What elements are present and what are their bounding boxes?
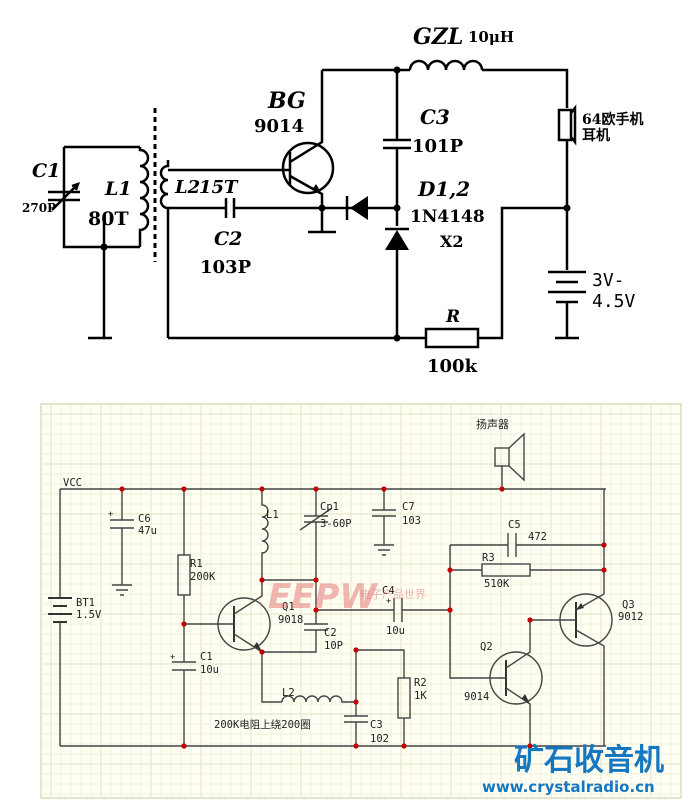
top-bg-label: BG xyxy=(267,88,306,114)
top-bg-model: 9014 xyxy=(254,116,304,137)
top-earphone-label2: 耳机 xyxy=(582,127,610,144)
top-c2-label: C2 xyxy=(214,228,242,250)
bottom-c4-value: 10u xyxy=(386,625,405,637)
top-c3-cap xyxy=(383,70,411,206)
bottom-circuit: + + xyxy=(40,403,682,799)
bottom-c5-label: C5 xyxy=(508,519,521,531)
top-l2-turns: 15T xyxy=(199,177,239,198)
site-url-watermark: www.crystalradio.cn xyxy=(482,778,655,796)
svg-text:+: + xyxy=(386,596,391,606)
bottom-r2-label: R2 xyxy=(414,677,427,689)
bottom-c1-label: C1 xyxy=(200,651,213,663)
bottom-c3-value: 102 xyxy=(370,733,389,745)
bottom-cp1-trimmer xyxy=(262,489,333,581)
bottom-bt1-label: BT1 xyxy=(76,597,95,609)
bottom-r2-value: 1K xyxy=(414,690,427,702)
top-gzl-choke xyxy=(322,59,569,108)
bottom-q1-model: 9018 xyxy=(278,614,303,626)
top-c1-label: C1 xyxy=(32,160,60,182)
top-circuit: C1 270P L1 80T L2 15T C2 103P BG 9014 GZ… xyxy=(22,24,643,377)
top-battery-label1: 3V- xyxy=(592,270,625,291)
bottom-c2-label: C2 xyxy=(324,627,337,639)
bottom-vcc-label: VCC xyxy=(63,477,82,489)
bottom-c7-value: 103 xyxy=(402,515,421,527)
bottom-l2-note: 200K电阻上绕200圈 xyxy=(214,718,311,731)
top-d-model: 1N4148 xyxy=(410,207,485,227)
bottom-junctions xyxy=(119,486,607,749)
bottom-r3-value: 510K xyxy=(484,578,510,590)
top-resistor-r xyxy=(168,206,567,349)
top-l2-label: L2 xyxy=(174,177,200,198)
svg-text:+: + xyxy=(108,509,113,519)
eepw-logo: EEPW xyxy=(268,577,378,617)
bottom-q1-transistor xyxy=(184,580,271,678)
top-l1-coil xyxy=(104,108,157,262)
bottom-q2-transistor xyxy=(449,610,543,746)
bottom-q2-label: Q2 xyxy=(480,641,493,653)
bottom-grid xyxy=(41,404,681,798)
bottom-q1-label: Q1 xyxy=(282,601,295,613)
top-c1-l1-tank xyxy=(48,145,140,340)
top-transistor-bg xyxy=(281,70,336,234)
top-c2-value: 103P xyxy=(200,257,252,278)
bottom-c5-value: 472 xyxy=(528,531,547,543)
top-diodes xyxy=(318,196,409,338)
top-l2-coil xyxy=(159,160,322,338)
top-c1-value: 270P xyxy=(22,201,56,215)
top-battery-label2: 4.5V xyxy=(592,291,636,312)
top-r-label: R xyxy=(445,307,460,327)
bottom-c3-label: C3 xyxy=(370,719,383,731)
bottom-r3-label: R3 xyxy=(482,552,495,564)
bottom-c5-r3-feedback xyxy=(449,489,605,610)
watermarks: EEPW 电子产品世界 矿石收音机 www.crystalradio.cn xyxy=(268,577,664,796)
bottom-l1-label: L1 xyxy=(266,509,279,521)
bottom-c6-value: 47u xyxy=(138,525,157,537)
top-c3-label: C3 xyxy=(420,105,450,129)
bottom-l2-label: L2 xyxy=(282,687,295,699)
bottom-c6-cap: + xyxy=(108,489,134,596)
site-name-watermark: 矿石收音机 xyxy=(514,743,664,778)
bottom-c4-cap: + xyxy=(316,596,450,622)
top-earphone xyxy=(557,104,577,270)
svg-text:+: + xyxy=(170,652,175,662)
bottom-r1-label: R1 xyxy=(190,558,203,570)
bottom-q2-model: 9014 xyxy=(464,691,489,703)
bottom-c2-value: 10P xyxy=(324,640,343,652)
bottom-c1-cap: + xyxy=(170,648,196,746)
bottom-speaker xyxy=(494,432,525,489)
bottom-bt1-value: 1.5V xyxy=(76,609,102,621)
eepw-text: 电子产品世界 xyxy=(360,587,426,601)
bottom-c6-label: C6 xyxy=(138,513,151,525)
top-d-label: D1,2 xyxy=(417,177,470,201)
top-battery xyxy=(548,270,586,340)
top-gzl-value: 10μH xyxy=(468,28,514,46)
bottom-c1-value: 10u xyxy=(200,664,219,676)
bottom-c7-cap xyxy=(372,489,396,556)
bottom-c3-cap xyxy=(344,650,368,746)
bottom-c4-label: C4 xyxy=(382,585,395,597)
bottom-cp1-label: Cp1 xyxy=(320,501,339,513)
bottom-l2-coil xyxy=(261,678,356,703)
top-l1-label: L1 xyxy=(104,178,132,200)
top-gzl-label: GZL xyxy=(413,24,463,50)
bottom-l1-coil xyxy=(261,489,269,580)
top-d-qty: X2 xyxy=(440,232,464,251)
bottom-r1-value: 200K xyxy=(190,571,216,583)
bottom-q3-label: Q3 xyxy=(622,599,635,611)
bottom-c2-cap xyxy=(262,580,328,653)
bottom-q3-transistor xyxy=(530,570,613,746)
top-c3-value: 101P xyxy=(412,136,464,157)
bottom-r2-resistor xyxy=(356,649,411,746)
bottom-q3-model: 9012 xyxy=(618,611,643,623)
bottom-bt1-battery xyxy=(48,489,72,746)
top-earphone-label1: 64欧手机 xyxy=(582,111,643,128)
bottom-cp1-value: 3-60P xyxy=(320,518,352,530)
bottom-speaker-label: 扬声器 xyxy=(476,417,509,431)
top-r-value: 100k xyxy=(427,356,478,377)
bottom-c7-label: C7 xyxy=(402,501,415,513)
top-l1-turns: 80T xyxy=(88,208,129,230)
